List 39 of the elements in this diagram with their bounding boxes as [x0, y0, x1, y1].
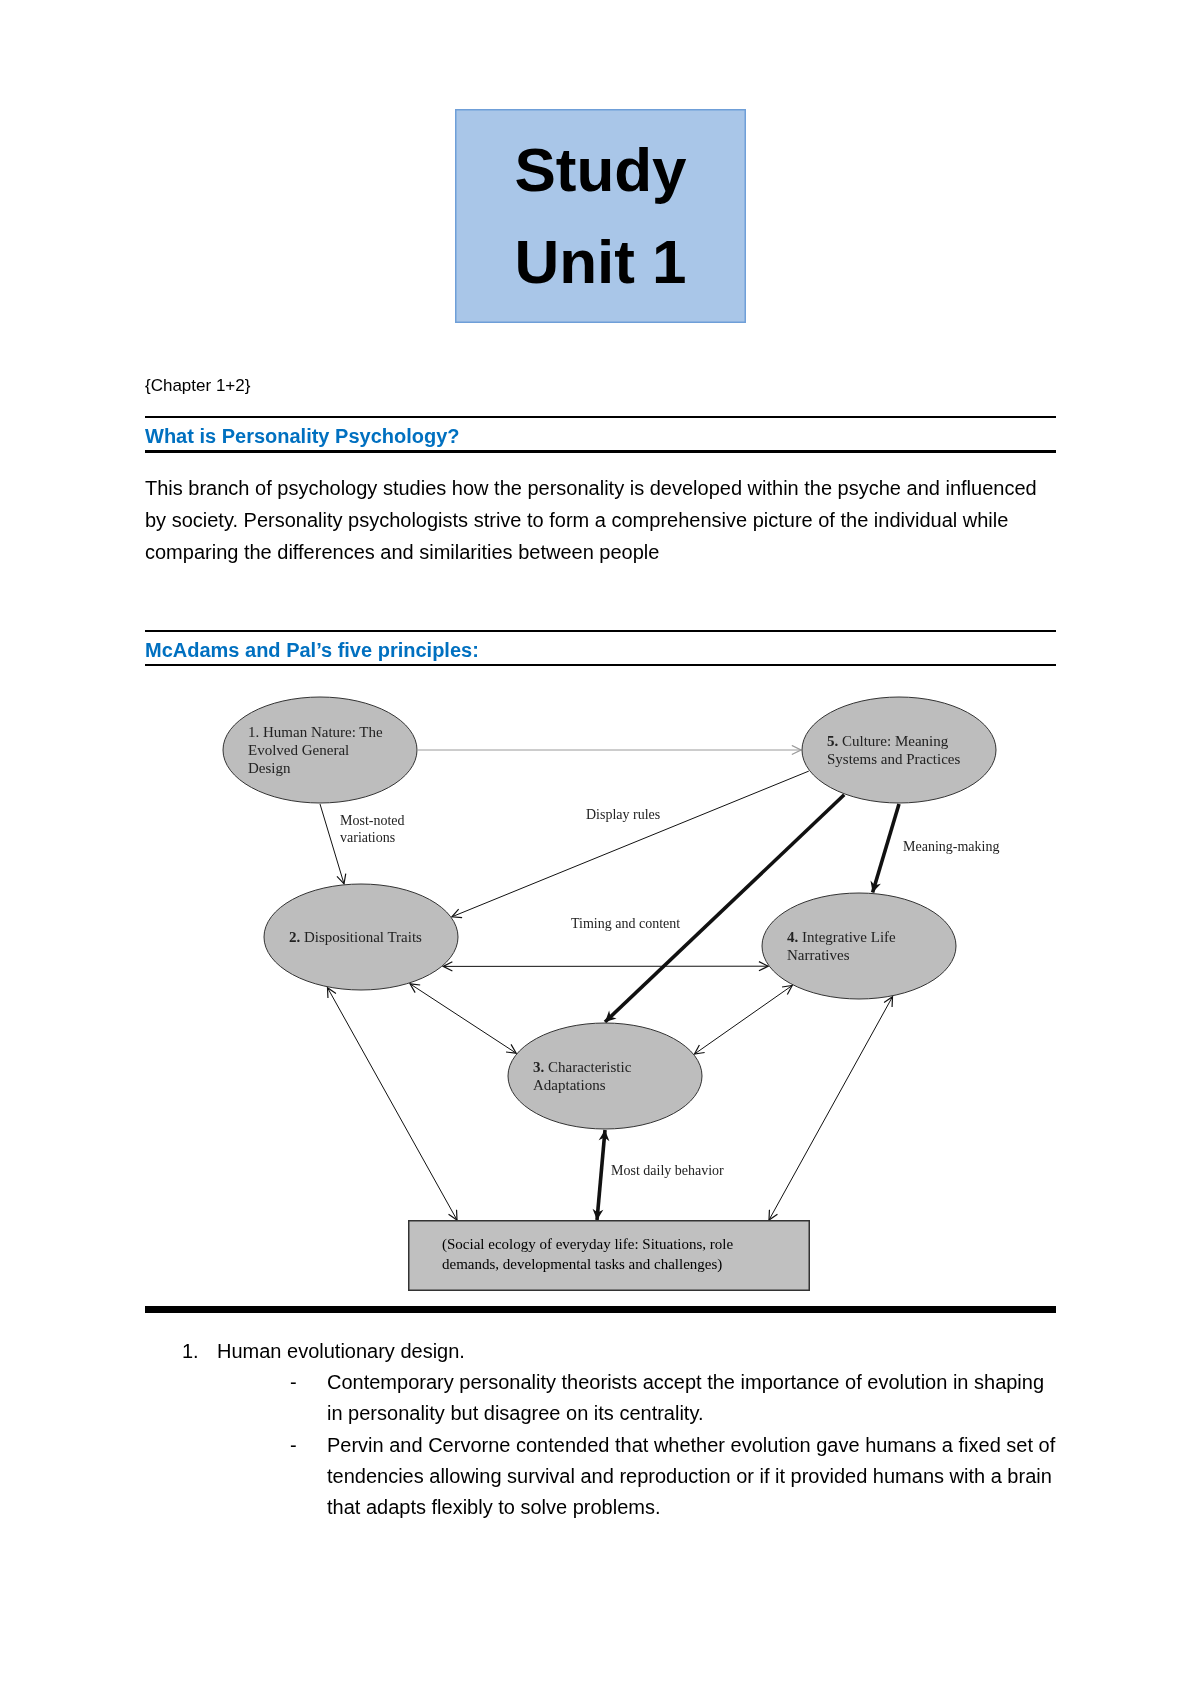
arrow: [409, 983, 517, 1054]
node-text: (Social ecology of everyday life: Situations, role demands, developmental tasks and challenges): [442, 1235, 735, 1274]
arrow: [319, 803, 347, 885]
arrow: [451, 770, 810, 919]
bullet-dash: -: [290, 1370, 298, 1395]
node-text: 4. Integrative Life Narratives: [787, 928, 897, 964]
arrow: [442, 961, 769, 972]
arrow: [693, 984, 793, 1055]
node-text: 3. Characteristic Adaptations: [533, 1058, 633, 1094]
section-heading: McAdams and Pal’s five principles:: [145, 638, 480, 663]
arrow: [603, 793, 846, 1024]
edge-label: Meaning-making: [902, 838, 1001, 855]
chapter-note: {Chapter 1+2}: [145, 375, 252, 397]
arrow: [592, 1129, 610, 1221]
bullet-dash: -: [290, 1433, 298, 1458]
list-number: 1.: [182, 1339, 200, 1364]
arrow: [417, 744, 802, 756]
edge-label: Most daily behavior: [610, 1162, 725, 1179]
list-item: Human evolutionary design.: [217, 1339, 466, 1364]
arrow: [326, 987, 458, 1221]
node-text: 1. Human Nature: The Evolved General Design: [248, 723, 384, 777]
section-heading: What is Personality Psychology?: [145, 424, 461, 449]
node-text: 5. Culture: Meaning Systems and Practices: [827, 732, 962, 768]
concept-ellipse: [801, 696, 997, 804]
bullet-text: Contemporary personality theorists accept the importance of evolution in shaping in personality but disagree on its centrality.: [327, 1370, 1046, 1426]
arrow: [768, 996, 894, 1221]
edge-label: Timing and content: [570, 915, 682, 932]
concept-ellipse: [263, 883, 459, 991]
title-box: [455, 109, 746, 323]
concept-ellipse: [507, 1022, 703, 1130]
title-text: Study Unit 1: [513, 134, 688, 298]
context-box: [408, 1220, 810, 1291]
node-text: 2. Dispositional Traits: [289, 928, 423, 946]
edge-label: Display rules: [585, 806, 662, 823]
concept-ellipse: [761, 892, 957, 1000]
bullet-text: Pervin and Cervorne contended that whether evolution gave humans a fixed set of tendencies allowing survival and reproduction or if it provided humans with a brain that adapts flexibly to solve problems.: [327, 1433, 1057, 1520]
arrow: [870, 803, 901, 893]
paragraph: This branch of psychology studies how the personality is developed within the psyche and influenced by society. Personality psychologists strive to form a comprehensive picture of the individual while comparing the differences and similarities between people: [145, 476, 1038, 565]
concept-ellipse: [222, 696, 418, 804]
